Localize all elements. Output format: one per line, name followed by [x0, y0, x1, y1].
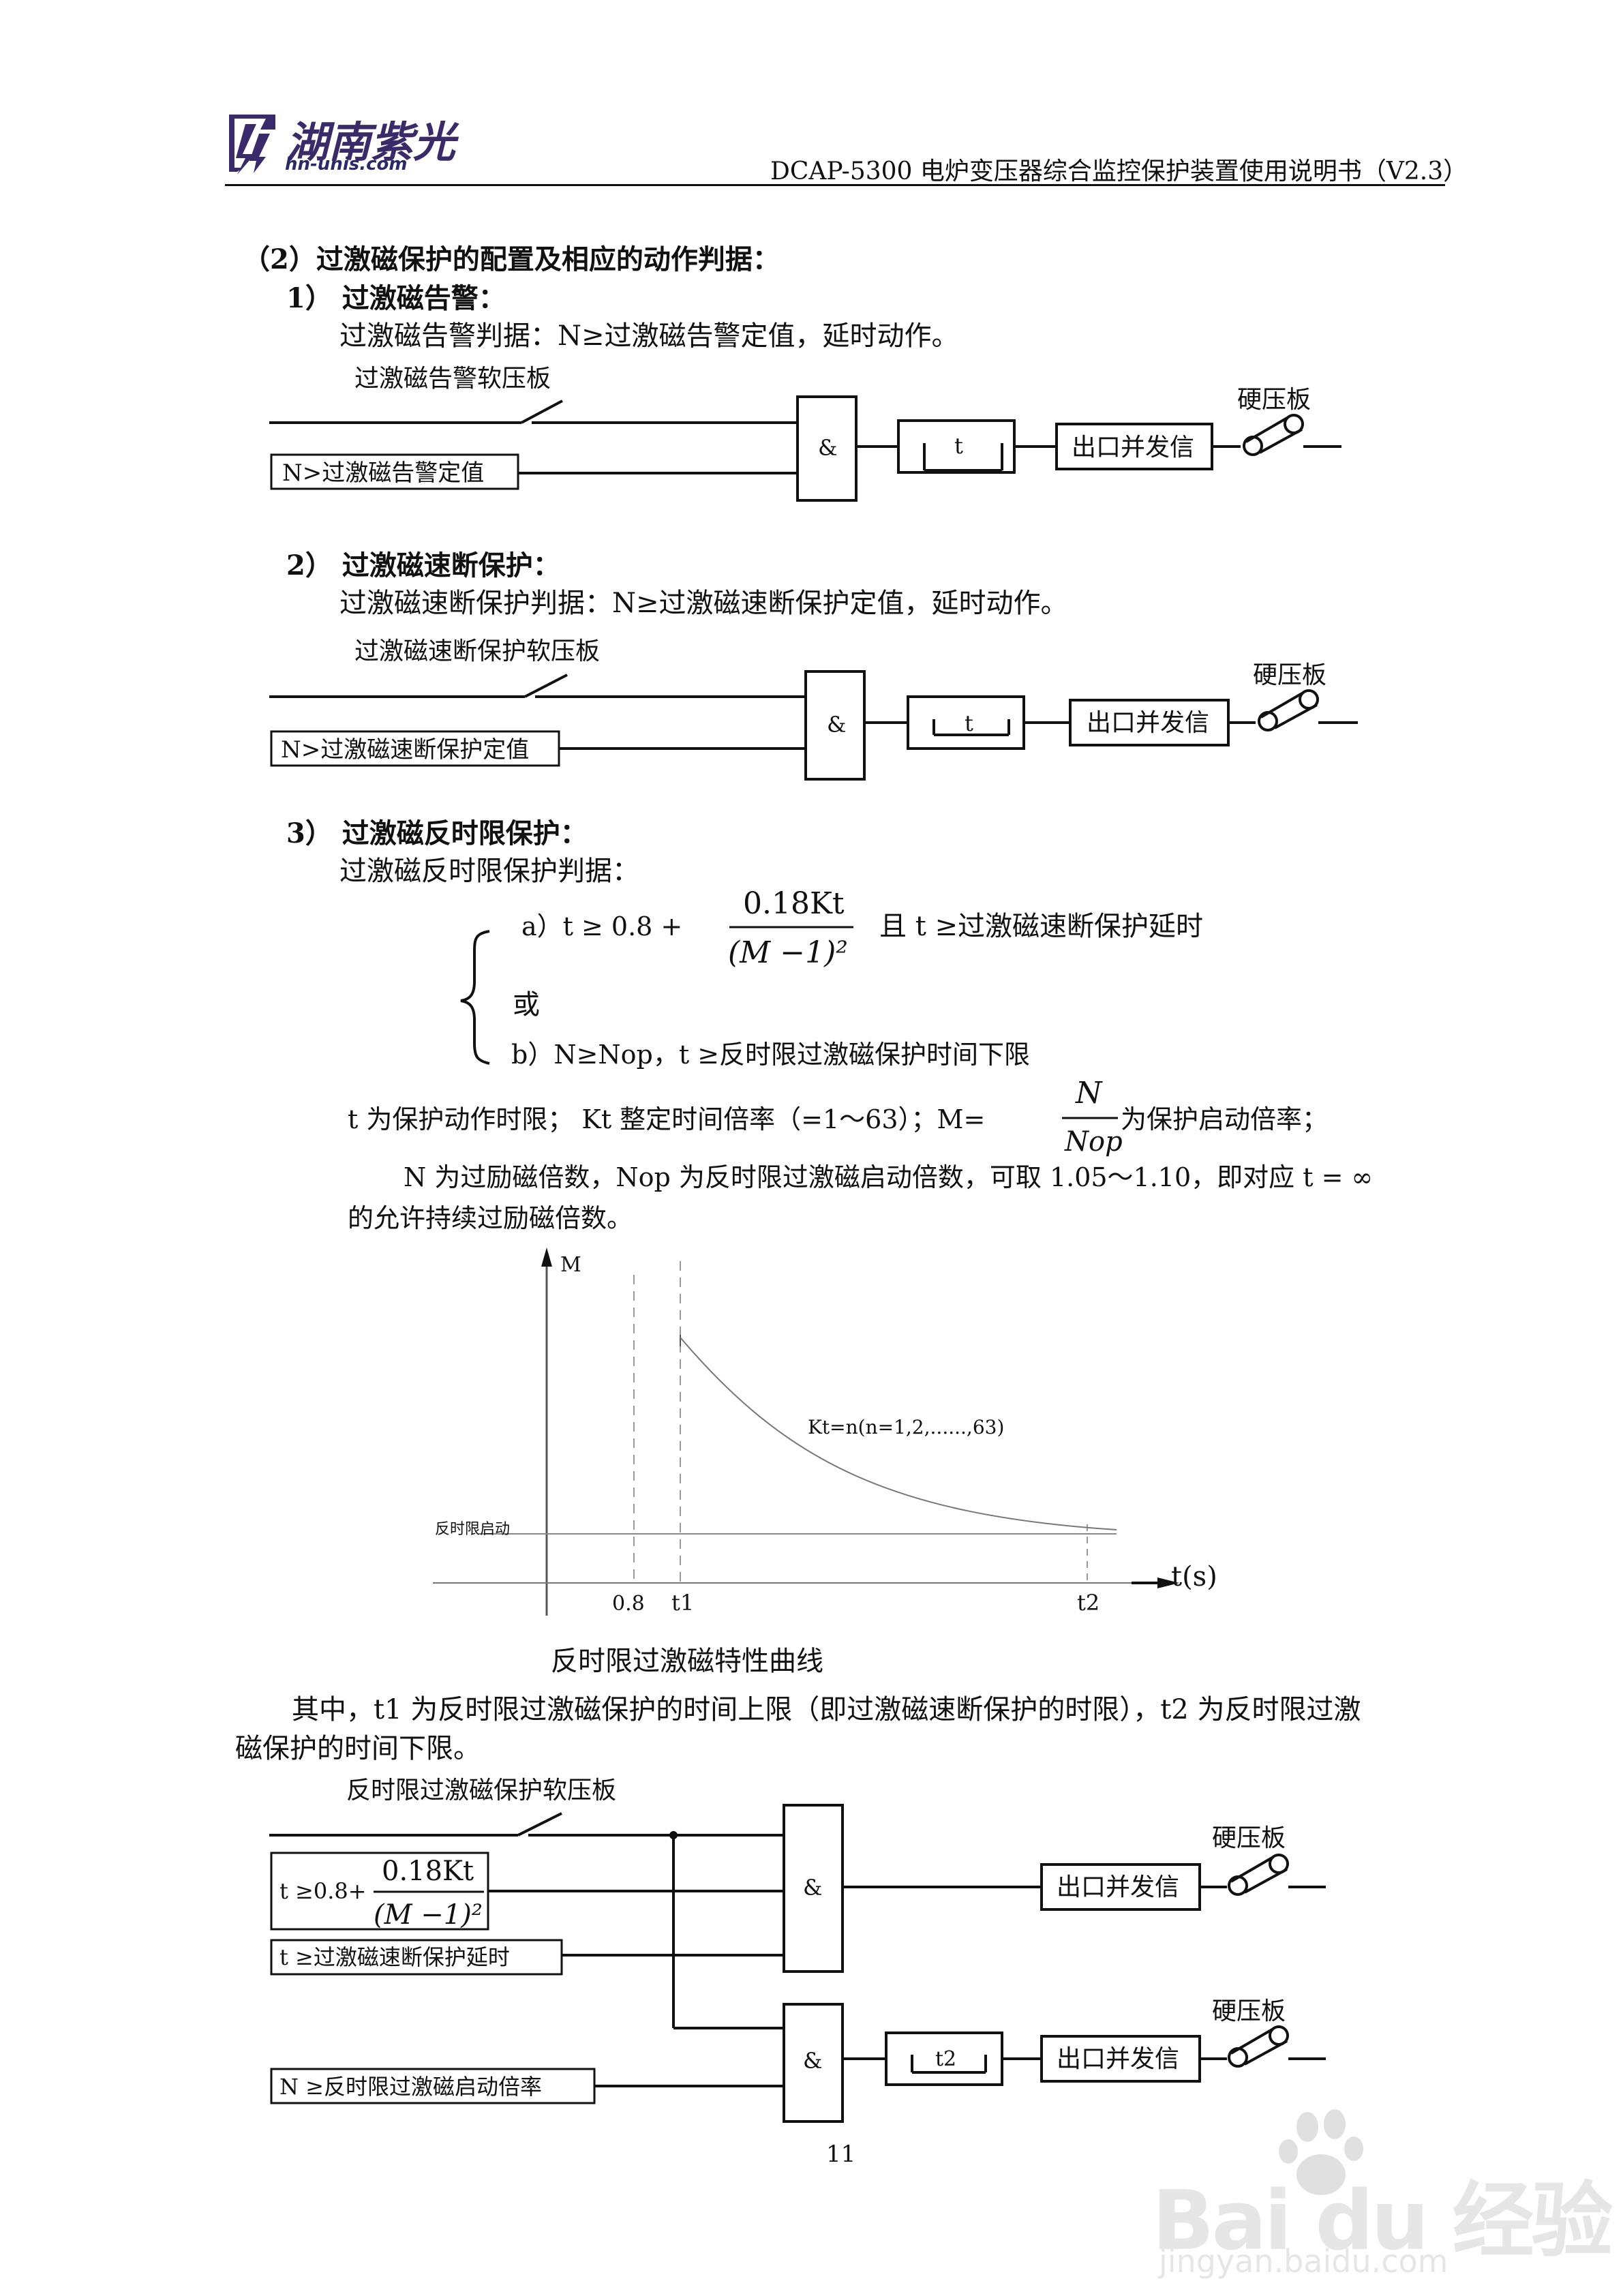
output-label: 出口并发信 — [1072, 434, 1194, 462]
hard-plate-lower-label: 硬压板 — [1212, 1997, 1286, 2025]
item2-criterion: 过激磁速断保护判据：N≥过激磁速断保护定值，延时动作。 — [339, 588, 1068, 619]
item3-criterion: 过激磁反时限保护判据： — [339, 856, 639, 887]
formula-a-prefix: a）t ≥ 0.8 + — [521, 911, 682, 941]
definition-line-2: N 为过励磁倍数，Nop 为反时限过激磁启动倍数，可取 1.05～1.10，即对… — [404, 1162, 1373, 1192]
and-gate-label: & — [827, 712, 846, 738]
definition-frac-num: N — [1075, 1076, 1103, 1111]
company-logo-icon — [229, 115, 275, 175]
x-axis-arrow-icon — [1157, 1577, 1179, 1588]
formula-or: 或 — [513, 989, 540, 1021]
soft-plate-label: 反时限过激磁保护软压板 — [346, 1777, 616, 1804]
soft-plate-label: 过激磁告警软压板 — [354, 365, 551, 393]
item1-title: 1） 过激磁告警： — [286, 282, 506, 314]
and-gate-upper-label: & — [803, 1875, 822, 1901]
input-label: N>过激磁告警定值 — [282, 459, 484, 487]
note-line-2: 磁保护的时间下限。 — [235, 1733, 481, 1764]
output-lower-label: 出口并发信 — [1057, 2045, 1179, 2073]
curve-label: Kt=n(n=1,2,......,63) — [808, 1416, 1004, 1438]
note-line-1: 其中，t1 为反时限过激磁保护的时间上限（即过激磁速断保护的时限），t2 为反时… — [292, 1694, 1361, 1725]
item2-title: 2） 过激磁速断保护： — [286, 549, 560, 581]
tick-t2: t2 — [1077, 1590, 1099, 1616]
and-gate-lower-label: & — [803, 2048, 822, 2074]
brand-name-cn: 湖南紫光 — [286, 117, 456, 167]
input-label: N>过激磁速断保护定值 — [281, 736, 529, 764]
formula-a-numerator: 0.18Kt — [743, 886, 845, 921]
hard-plate-switch-icon — [1258, 689, 1319, 731]
hard-plate-label: 硬压板 — [1237, 386, 1311, 414]
watermark-url: jingyan.baidu.com — [1159, 2243, 1448, 2280]
baidu-paw-icon — [1279, 2109, 1363, 2195]
hard-plate-switch-icon — [1228, 1854, 1289, 1896]
document-title: DCAP-5300 电炉变压器综合监控保护装置使用说明书（V2.3） — [770, 157, 1468, 185]
input2-label: t ≥过激磁速断保护延时 — [279, 1944, 510, 1970]
section-heading: （2）过激磁保护的配置及相应的动作判据： — [243, 243, 780, 275]
watermark-brand: Bai du 经验 — [1152, 2174, 1613, 2269]
input1-prefix: t ≥0.8+ — [279, 1878, 367, 1904]
input3-label: N ≥反时限过激磁启动倍率 — [279, 2074, 542, 2100]
header-rule — [225, 184, 1445, 186]
page-number: 11 — [826, 2141, 856, 2168]
y-axis-label: M — [560, 1253, 581, 1277]
formula-a-suffix: 且 t ≥过激磁速断保护延时 — [879, 911, 1203, 942]
input1-denominator: (M −1)² — [374, 1899, 483, 1931]
definition-line-1b: 为保护启动倍率； — [1121, 1104, 1328, 1134]
formula-a-denominator: (M −1)² — [728, 935, 848, 970]
input1-numerator: 0.18Kt — [382, 1856, 474, 1887]
hard-plate-upper-label: 硬压板 — [1212, 1824, 1286, 1852]
definition-line-3: 的允许持续过励磁倍数。 — [348, 1203, 633, 1233]
tick-t1: t1 — [671, 1590, 694, 1616]
brace-icon — [460, 930, 490, 1065]
brand-name-en: hn-unis.com — [285, 154, 408, 175]
x-axis-label: t(s) — [1171, 1561, 1217, 1592]
hard-plate-label: 硬压板 — [1253, 661, 1326, 689]
definition-line-1a: t 为保护动作时限； Kt 整定时间倍率（=1～63）；M= — [348, 1104, 985, 1134]
timer-label: t — [954, 433, 963, 459]
timer-label: t2 — [935, 2047, 956, 2071]
y-axis-arrow-icon — [541, 1248, 552, 1267]
and-gate-lower — [783, 2003, 844, 2123]
hard-plate-switch-icon — [1228, 2025, 1289, 2068]
tick-0.8: 0.8 — [612, 1592, 645, 1616]
soft-plate-label: 过激磁速断保护软压板 — [354, 637, 600, 665]
baidu-watermark: Bai du 经验 jingyan.baidu.com — [1152, 2106, 1613, 2280]
curve-caption: 反时限过激磁特性曲线 — [551, 1646, 823, 1677]
input2-box — [270, 1939, 563, 1976]
characteristic-curve — [680, 1337, 1117, 1530]
and-gate — [796, 395, 858, 502]
and-gate-label: & — [818, 435, 837, 461]
formula-b: b）N≥Nop，t ≥反时限过激磁保护时间下限 — [511, 1040, 1030, 1070]
item3-title: 3） 过激磁反时限保护： — [286, 817, 588, 849]
and-gate — [804, 670, 866, 781]
timer-label: t — [965, 710, 973, 736]
output-upper-label: 出口并发信 — [1057, 1873, 1179, 1901]
definition-frac-den: Nop — [1064, 1126, 1123, 1158]
start-threshold-label: 反时限启动 — [435, 1521, 510, 1538]
output-label: 出口并发信 — [1087, 709, 1209, 737]
hard-plate-switch-icon — [1243, 414, 1304, 456]
item1-criterion: 过激磁告警判据：N≥过激磁告警定值，延时动作。 — [339, 320, 959, 352]
